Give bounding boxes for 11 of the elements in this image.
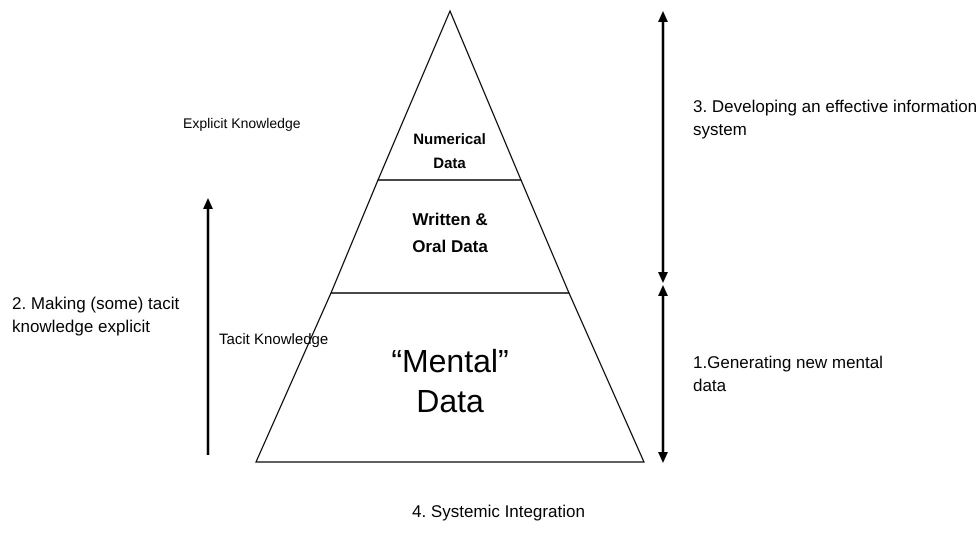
step-label: 3. Developing an effective information system [693,96,977,141]
step-label: 1.Generating new mental data [693,352,884,397]
tier-label: Written & Oral Data [411,209,489,258]
pyramid-tier [331,180,569,293]
tier-label: Numerical Data [412,130,487,174]
step-label: 4. Systemic Integration [412,501,586,523]
side-label: Explicit Knowledge [183,114,302,133]
pyramid-tier [256,293,644,462]
step-label: 2. Making (some) tacit knowledge explicit [12,293,180,338]
tier-label: “Mental” Data [390,342,510,421]
pyramid-tier [378,11,521,180]
